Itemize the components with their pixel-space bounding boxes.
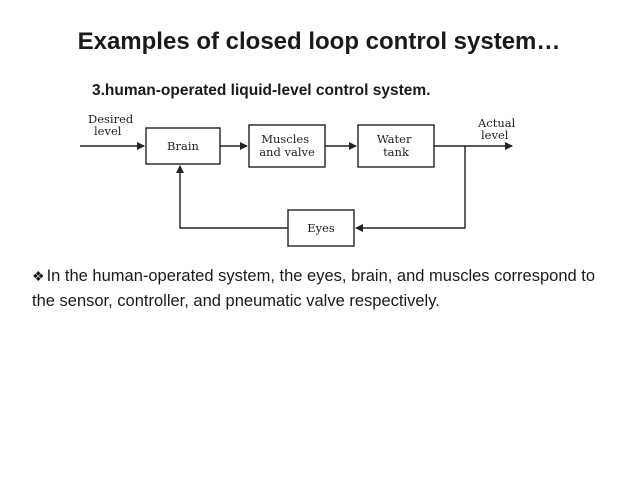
eyes-to-brain-line <box>176 165 288 229</box>
eyes-block-label: Eyes <box>307 221 335 235</box>
tank-block-label: Water tank <box>377 132 415 159</box>
bullet-diamond-icon: ❖ <box>32 268 45 284</box>
diagram-subtitle: 3.human-operated liquid-level control sy… <box>92 82 431 99</box>
muscles-block-label: Muscles and valve <box>259 132 315 159</box>
slide-title: Examples of closed loop control system… <box>77 28 561 55</box>
desired-level-label: Desired level <box>88 112 137 138</box>
actual-level-label: Actual level <box>477 116 519 142</box>
explanation-bullet: ❖In the human-operated system, the eyes,… <box>32 264 602 314</box>
explanation-text: In the human-operated system, the eyes, … <box>32 267 596 310</box>
brain-block-label: Brain <box>167 139 199 153</box>
feedback-to-eyes-line <box>355 146 466 232</box>
